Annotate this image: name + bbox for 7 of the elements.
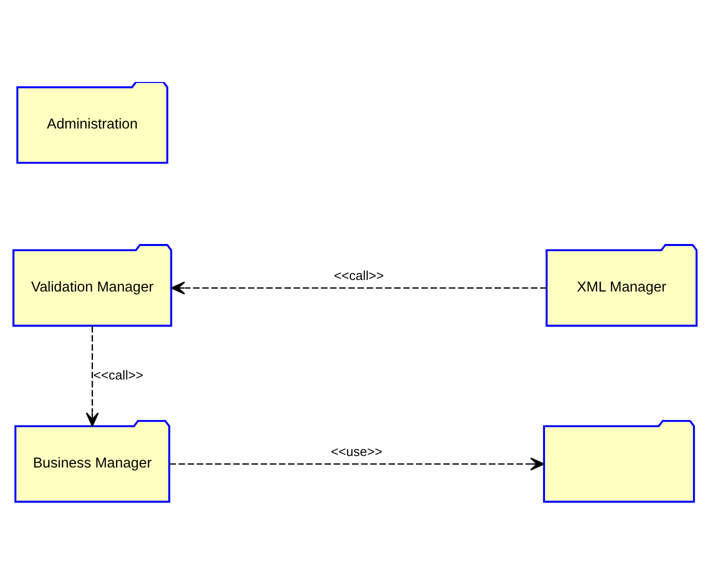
edge-label: <<call>> bbox=[93, 366, 144, 382]
edge-label: <<use>> bbox=[330, 444, 382, 459]
arrow bbox=[170, 280, 547, 294]
edge-label: <<call>> bbox=[334, 268, 384, 283]
node-folder bbox=[543, 419, 695, 502]
arrow bbox=[86, 326, 99, 426]
arrow bbox=[169, 456, 544, 470]
